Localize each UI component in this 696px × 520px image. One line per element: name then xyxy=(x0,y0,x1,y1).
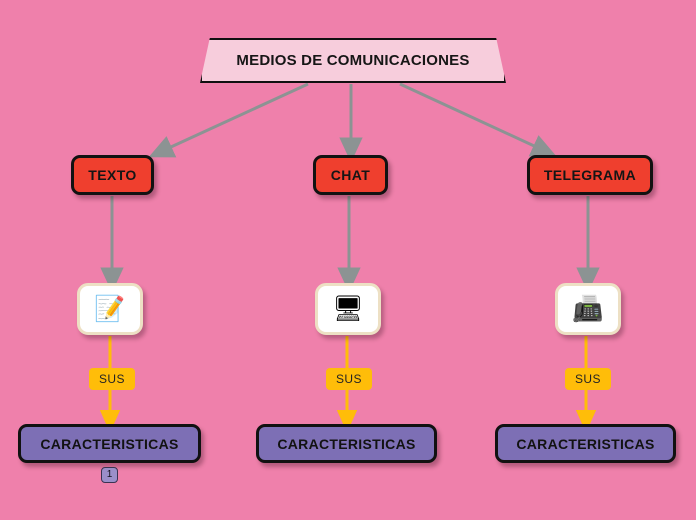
desktop-computer-icon: 🖥 xyxy=(332,294,364,323)
category-node-texto-label: TEXTO xyxy=(88,167,137,183)
leaf-node-texto-label: CARACTERISTICAS xyxy=(40,435,179,452)
icon-card-telegrama[interactable]: 📠 xyxy=(555,283,621,335)
connector-chip-chat-label: SUS xyxy=(336,372,362,386)
connector-chip-telegrama[interactable]: SUS xyxy=(565,368,611,390)
edge-root-to-telegrama xyxy=(399,82,557,157)
connector-chip-texto-label: SUS xyxy=(99,372,125,386)
connector-chip-chat[interactable]: SUS xyxy=(326,368,372,390)
category-node-chat[interactable]: CHAT xyxy=(313,155,388,195)
count-badge-texto-label: 1 xyxy=(106,469,113,480)
category-node-texto[interactable]: TEXTO xyxy=(71,155,154,195)
leaf-node-telegrama-label: CARACTERISTICAS xyxy=(516,435,655,452)
category-node-telegrama-label: TELEGRAMA xyxy=(543,167,637,183)
category-node-chat-label: CHAT xyxy=(330,167,371,183)
leaf-node-chat[interactable]: CARACTERISTICAS xyxy=(256,424,437,463)
category-node-telegrama[interactable]: TELEGRAMA xyxy=(527,155,653,195)
root-node[interactable]: MEDIOS DE COMUNICACIONES xyxy=(200,38,506,83)
root-node-label: MEDIOS DE COMUNICACIONES xyxy=(236,52,470,69)
icon-card-chat[interactable]: 🖥 xyxy=(315,283,381,335)
icon-card-texto[interactable]: 📝 xyxy=(77,283,143,335)
connector-chip-texto[interactable]: SUS xyxy=(89,368,135,390)
fax-machine-icon: 📠 xyxy=(572,294,604,323)
leaf-node-texto[interactable]: CARACTERISTICAS xyxy=(18,424,201,463)
connector-chip-telegrama-label: SUS xyxy=(575,372,601,386)
leaf-node-telegrama[interactable]: CARACTERISTICAS xyxy=(495,424,676,463)
edge-root-to-texto xyxy=(148,82,309,158)
memo-icon: 📝 xyxy=(94,294,126,323)
count-badge-texto[interactable]: 1 xyxy=(101,467,118,483)
leaf-node-chat-label: CARACTERISTICAS xyxy=(277,435,416,452)
